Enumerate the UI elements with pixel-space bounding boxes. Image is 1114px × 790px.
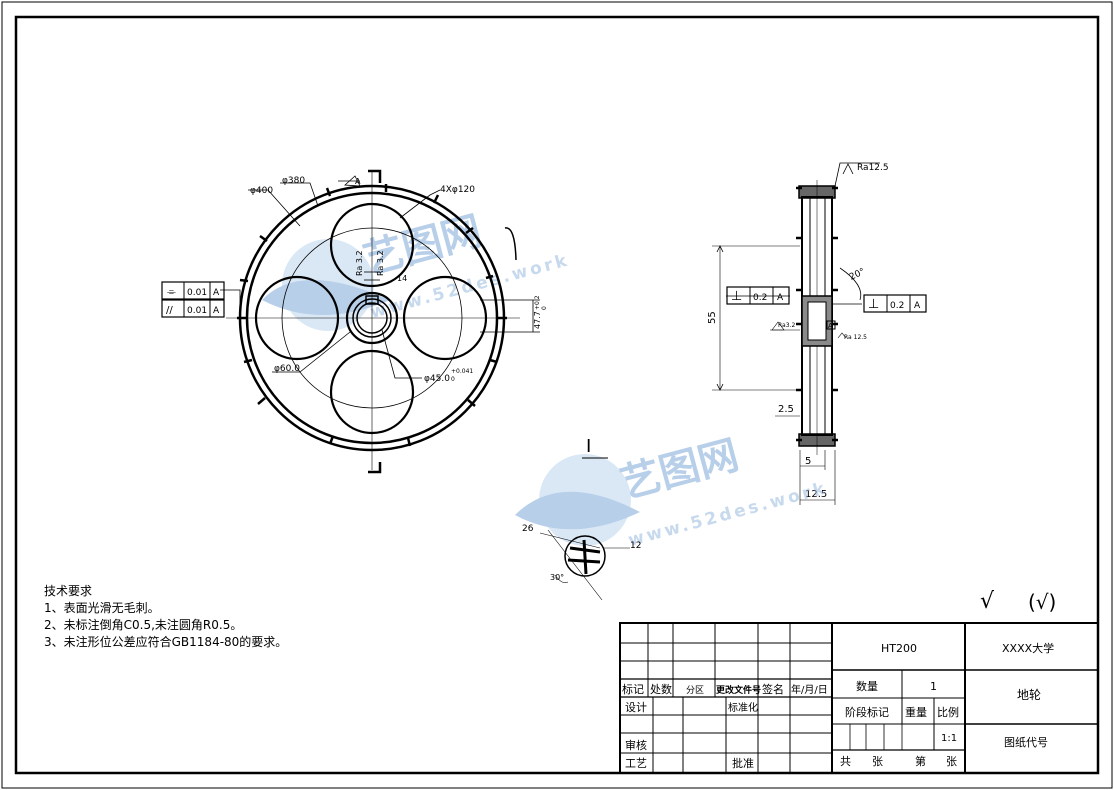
tol1-value: 0.01 (187, 288, 207, 298)
notes-title: 技术要求 (44, 584, 93, 598)
dim-keyway-tol-low: 0 (541, 306, 548, 310)
side-dim5: 5 (805, 456, 811, 467)
dim-d60: φ60.0 (274, 364, 300, 374)
title-school: XXXX大学 (1002, 641, 1054, 655)
rim-studs (237, 184, 507, 447)
detail-view (539, 457, 630, 601)
title-review: 审核 (625, 738, 647, 752)
roughness-ra32-a: Ra 3.2 (355, 250, 364, 276)
roughness-other: (√) (1028, 590, 1056, 614)
title-approve: 批准 (732, 756, 754, 770)
side-ra125-mid: Ra 12.5 (844, 334, 867, 341)
roughness-ra32-b: Ra 3.2 (376, 250, 385, 276)
detail-dim12: 12 (630, 541, 641, 551)
dim-d400: φ400 (250, 186, 273, 196)
side-ra32: Ra3.2 (778, 322, 795, 329)
perp-right-symbol: ⊥ (868, 297, 879, 312)
title-scale-value: 1:1 (941, 733, 957, 744)
row-header-doc: 更改文件号 (716, 684, 761, 696)
notes-item-1: 1、表面光滑无毛刺。 (44, 601, 160, 615)
tol2-value: 0.01 (187, 306, 207, 316)
side-angle: 20° (848, 267, 867, 283)
technical-requirements: 技术要求 1、表面光滑无毛刺。 2、未标注倒角C0.5,未注圆角R0.5。 3、… (44, 583, 287, 651)
title-part-name: 地轮 (1017, 688, 1041, 702)
row-header-date: 年/月/日 (791, 683, 828, 696)
title-material: HT200 (881, 642, 917, 655)
side-ra125-top: Ra12.5 (857, 163, 889, 173)
title-sheet-no-label: 第 (915, 754, 926, 768)
perpendicularity-frame-right: ⊥ 0.2 A (863, 294, 927, 313)
notes-item-3: 3、未注形位公差应符合GB1184-80的要求。 (44, 635, 288, 649)
side-dim125: 12.5 (805, 489, 827, 500)
perpendicularity-frame-left: ⊥ 0.2 A (726, 286, 790, 305)
perp-right-value: 0.2 (890, 301, 904, 311)
front-view (220, 169, 540, 474)
title-scale-label: 比例 (937, 705, 959, 719)
perp-left-value: 0.2 (753, 293, 767, 303)
dim-bore-tol-up: +0.041 (451, 368, 473, 375)
side-datum-a: A (828, 322, 833, 330)
title-stage-label: 阶段标记 (845, 705, 889, 719)
watermark-middle: 艺图网 www.52des.work (515, 432, 830, 551)
detail-dim26: 26 (522, 524, 534, 534)
dim-holes: 4Xφ120 (440, 185, 475, 195)
dim-keyway-tol-up: +0.2 (534, 295, 541, 310)
title-design: 设计 (625, 701, 647, 714)
tol2-datum: A (213, 306, 220, 316)
perp-left-symbol: ⊥ (731, 289, 742, 304)
title-sheet-no-suffix: 张 (946, 755, 957, 768)
tol2-symbol: // (166, 305, 173, 316)
side-dim55: 55 (707, 311, 718, 324)
tol1-symbol: ⌯ (167, 285, 176, 298)
dim-bore-tol-low: 0 (451, 376, 455, 383)
tolerance-frame-flatness: ⌯ 0.01 A (161, 281, 225, 300)
inner-frame (14, 15, 1100, 775)
side-dim25: 2.5 (778, 404, 794, 415)
title-process: 工艺 (625, 757, 647, 770)
title-weight-label: 重量 (905, 705, 927, 719)
title-drawing-code: 图纸代号 (1004, 736, 1048, 749)
watermark-name-2: 艺图网 (616, 432, 744, 507)
row-header-mark: 标记 (622, 682, 644, 696)
dim-bore: φ45.0 (424, 374, 450, 384)
side-view (712, 162, 880, 505)
datum-a-front: A (355, 177, 361, 186)
row-header-zone: 分区 (686, 685, 704, 696)
dim-d380: φ380 (282, 176, 305, 186)
detail-label: I (586, 436, 591, 457)
row-header-sign: 签名 (762, 682, 784, 696)
perp-left-datum: A (777, 293, 784, 303)
tolerance-frame-parallel: // 0.01 A (161, 299, 225, 318)
roughness-main-icon: √ (980, 589, 995, 614)
dim-14: 14 (397, 274, 407, 283)
tol1-datum: A (213, 288, 220, 298)
row-header-count: 处数 (650, 683, 672, 696)
title-qty-label: 数量 (856, 680, 878, 693)
detail-angle: 30° (550, 573, 564, 582)
title-total-label: 共 (840, 755, 851, 768)
title-sheets-label: 张 (872, 755, 883, 768)
perp-right-datum: A (914, 301, 921, 311)
dim-keyway: 47.7 (533, 311, 542, 329)
watermark-top: 艺图网 www.52des.work (262, 208, 572, 331)
title-standardize: 标准化 (728, 701, 758, 714)
notes-item-2: 2、未标注倒角C0.5,未注圆角R0.5。 (44, 618, 243, 632)
title-block (619, 622, 1099, 774)
title-qty-value: 1 (930, 680, 937, 693)
